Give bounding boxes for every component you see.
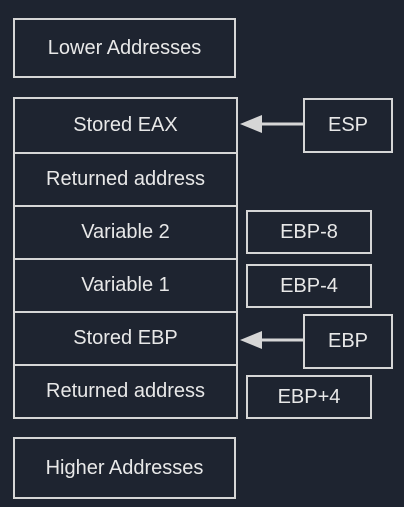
- stack-cell-stored-ebp: Stored EBP: [15, 311, 236, 364]
- ebp-plus-4-label: EBP+4: [277, 385, 341, 408]
- stack-frame: Stored EAX Returned address Variable 2 V…: [13, 97, 238, 419]
- ebp-minus-8-label: EBP-8: [280, 220, 338, 243]
- esp-pointer-box: ESP: [303, 98, 393, 153]
- higher-addresses-box: Higher Addresses: [13, 437, 236, 499]
- ebp-pointer-box: EBP: [303, 314, 393, 369]
- stack-cell-label: Stored EBP: [73, 327, 178, 349]
- stack-cell-returned-address: Returned address: [15, 364, 236, 417]
- ebp-arrow: [240, 331, 303, 349]
- ebp-label: EBP: [327, 330, 369, 352]
- stack-cell-stored-eax: Stored EAX: [15, 99, 236, 152]
- stack-cell-returned-address: Returned address: [15, 152, 236, 205]
- ebp-minus-8-box: EBP-8: [246, 210, 372, 254]
- stack-cell-label: Variable 2: [81, 221, 170, 243]
- stack-cell-variable-1: Variable 1: [15, 258, 236, 311]
- higher-addresses-label: Higher Addresses: [45, 456, 204, 479]
- stack-cell-label: Stored EAX: [73, 114, 178, 136]
- ebp-minus-4-box: EBP-4: [246, 264, 372, 308]
- stack-cell-label: Returned address: [46, 168, 205, 190]
- lower-addresses-label: Lower Addresses: [47, 36, 202, 59]
- stack-cell-label: Variable 1: [81, 274, 170, 296]
- esp-label: ESP: [327, 114, 369, 136]
- ebp-minus-4-label: EBP-4: [280, 274, 338, 297]
- stack-cell-label: Returned address: [46, 380, 205, 402]
- stack-cell-variable-2: Variable 2: [15, 205, 236, 258]
- esp-arrow: [240, 115, 303, 133]
- ebp-plus-4-box: EBP+4: [246, 375, 372, 419]
- lower-addresses-box: Lower Addresses: [13, 18, 236, 78]
